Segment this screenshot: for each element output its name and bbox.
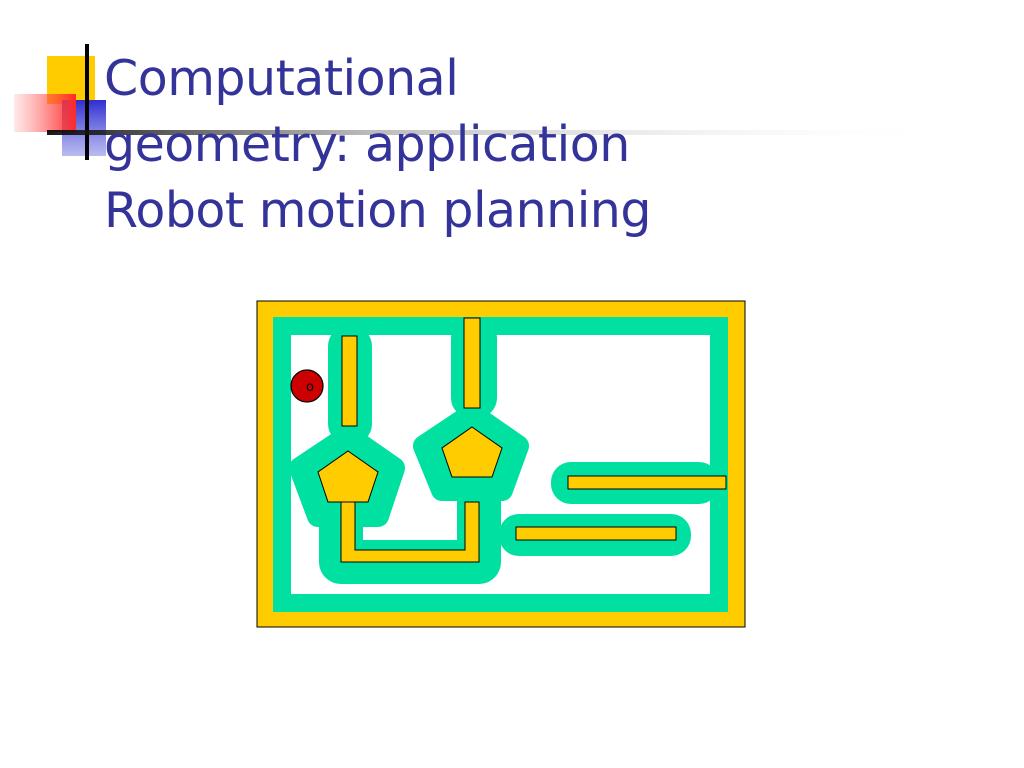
red-square <box>14 94 76 132</box>
vertical-rule <box>85 44 89 160</box>
horizontal-rule <box>47 130 947 135</box>
robot-label: o <box>306 380 314 395</box>
corner-decoration <box>14 44 947 160</box>
robot-body <box>290 369 324 403</box>
title-line-1: Computational <box>104 50 459 107</box>
title-line-3: Robot motion planning <box>104 182 651 239</box>
left-bar-obstacle <box>341 335 358 427</box>
u-channel-obstacle <box>340 501 480 563</box>
title-line-2: geometry: application <box>104 116 630 173</box>
upper-shelf-obstacle <box>567 475 727 490</box>
lower-shelf-obstacle <box>515 526 677 541</box>
robot: o <box>290 369 324 403</box>
middle-bar-obstacle <box>463 317 481 409</box>
slide-title: Computational geometry: application Robo… <box>104 46 804 244</box>
grown-outer-wall <box>273 317 728 612</box>
obstacles <box>317 317 727 563</box>
right-pentagon-obstacle <box>441 426 503 478</box>
